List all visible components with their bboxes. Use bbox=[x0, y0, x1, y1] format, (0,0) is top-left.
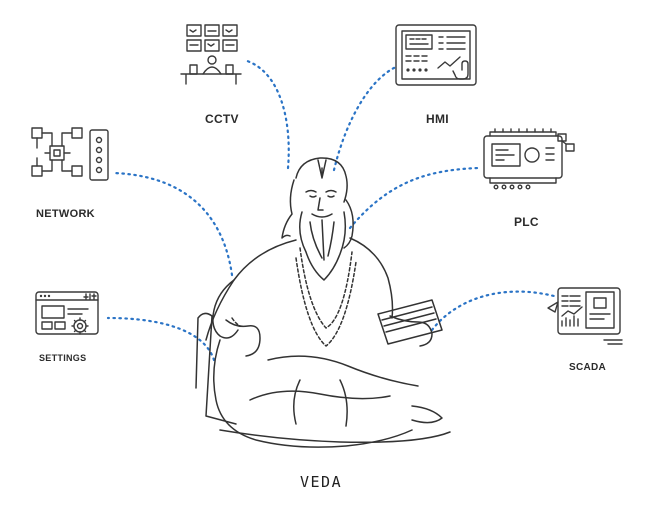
connector-scada bbox=[430, 290, 556, 332]
connector-network bbox=[111, 171, 234, 277]
settings-window-icon bbox=[35, 291, 99, 335]
plc-controller-icon bbox=[483, 128, 575, 190]
scada-dashboard-icon bbox=[547, 287, 623, 345]
connector-settings bbox=[106, 316, 216, 362]
node-label-scada: SCADA bbox=[569, 362, 607, 373]
connector-plc bbox=[348, 166, 480, 230]
node-label-cctv: CCTV bbox=[205, 112, 239, 126]
network-topology-icon bbox=[31, 127, 109, 181]
center-label: VEDA bbox=[300, 473, 343, 491]
connector-hmi bbox=[332, 64, 400, 172]
node-label-plc: PLC bbox=[514, 215, 539, 229]
node-label-hmi: HMI bbox=[426, 112, 449, 126]
node-label-settings: SETTINGS bbox=[39, 353, 87, 363]
connector-cctv bbox=[242, 58, 290, 170]
cctv-monitoring-icon bbox=[180, 24, 242, 85]
node-label-network: NETWORK bbox=[36, 208, 95, 220]
sage-illustration bbox=[195, 157, 451, 448]
hmi-touch-panel-icon bbox=[395, 24, 477, 86]
connectors bbox=[106, 58, 556, 362]
